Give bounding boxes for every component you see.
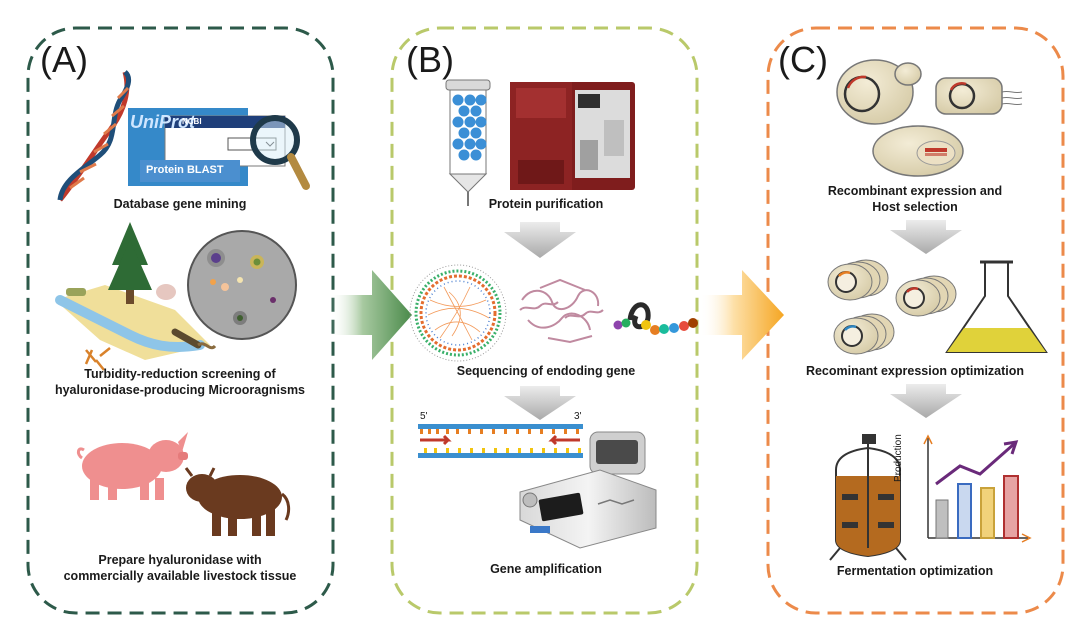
fermenter-icon [829, 434, 907, 561]
purification-system-icon [510, 82, 635, 190]
petri-dish-icon [187, 230, 297, 340]
genome-map-icon [409, 264, 507, 362]
dna-helix-icon [57, 70, 132, 202]
panel-a-label: (A) [40, 39, 88, 80]
panel-c-border [766, 26, 1065, 615]
caption-gene-amplification: Gene amplification [490, 562, 602, 576]
caption-sequencing: Sequencing of endoding gene [456, 364, 636, 378]
production-chart-icon [923, 434, 1032, 543]
caption-fermentation-optimization: Fermentation optimization [836, 564, 994, 578]
uniprot-logo: UniProt [130, 112, 195, 132]
caption-livestock-tissue: Prepare hyaluronidase with commercially … [63, 553, 297, 583]
arrow-c2 [890, 384, 962, 418]
caption-expression-optimization: Recominant expression optimization [805, 364, 1025, 378]
cow-icon [184, 467, 291, 536]
dna-strands-icon [418, 424, 583, 458]
flask-icon [945, 260, 1048, 353]
cell-stack-icons [827, 259, 957, 355]
pig-icon [76, 432, 188, 500]
caption-turbidity-screening: Turbidity-reduction screening of hyaluro… [54, 367, 306, 397]
chromatography-column-icon [445, 79, 491, 206]
amino-acid-chain-icon [613, 302, 698, 335]
panel-c-label: (C) [778, 39, 828, 80]
host-cell-icon [872, 125, 964, 177]
soil-sampling-illustration [55, 222, 217, 371]
chart-ylabel-production: Production [893, 434, 904, 482]
arrow-b1 [504, 222, 576, 258]
panel-b-label: (B) [406, 39, 454, 80]
arrow-c1 [890, 220, 962, 254]
strand-5-prime: 5' [420, 411, 428, 422]
magnifier-icon [250, 115, 310, 190]
strand-3-prime: 3' [574, 411, 582, 422]
ncbi-logo: NCBI [182, 117, 202, 126]
caption-database-mining: Database gene mining [113, 197, 247, 211]
yeast-cell-icon [836, 59, 922, 125]
caption-protein-purification: Protein purification [488, 197, 604, 211]
arrow-b-to-c [700, 270, 784, 360]
pcr-machine-icon [519, 431, 657, 549]
bacterium-icon [935, 77, 1023, 115]
arrow-a-to-b [330, 270, 412, 360]
caption-host-selection: Recombinant expression and Host selectio… [827, 184, 1003, 214]
protein-blast-logo: Protein BLAST [146, 164, 224, 176]
protein-structure-icon [519, 278, 604, 344]
arrow-b2 [504, 386, 576, 420]
